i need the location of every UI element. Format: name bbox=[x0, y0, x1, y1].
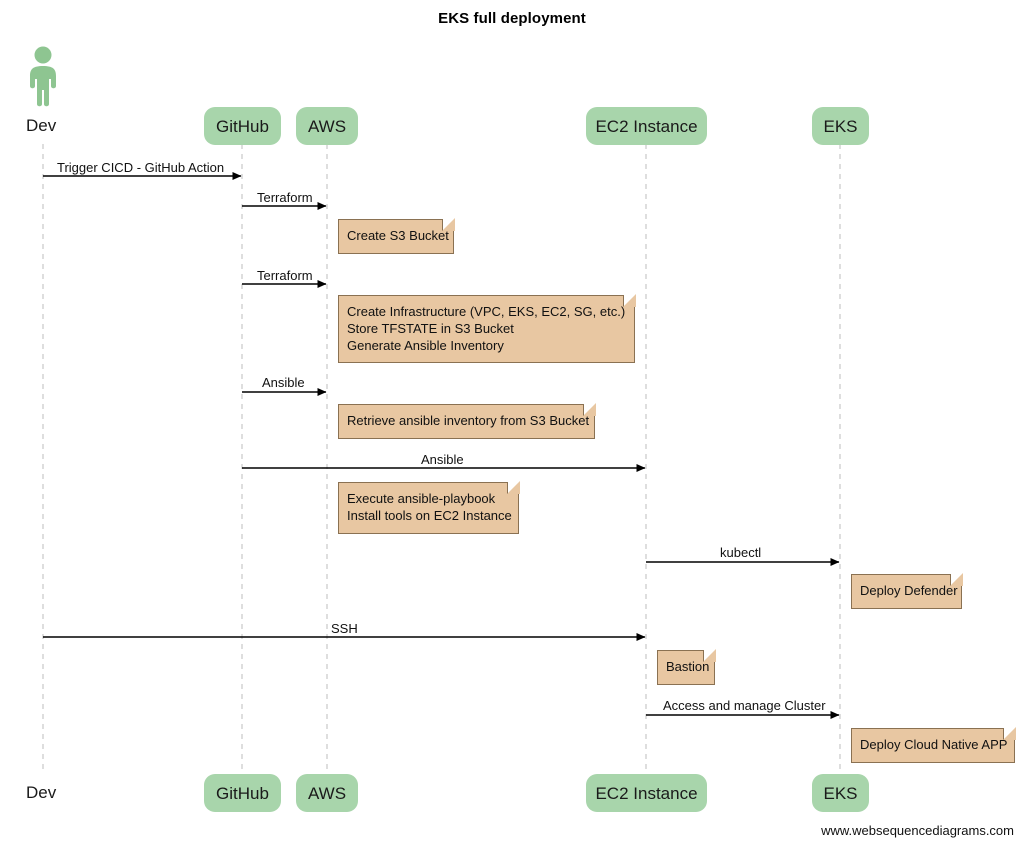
message-label-m6: kubectl bbox=[720, 545, 762, 560]
actor-dev-icon bbox=[24, 46, 62, 108]
participant-label: EKS bbox=[823, 783, 858, 803]
participant-label: EC2 Instance bbox=[595, 783, 698, 803]
note-text: Create S3 Bucket bbox=[347, 228, 449, 243]
note-text: Deploy Cloud Native APP bbox=[860, 737, 1008, 752]
note-n2: Create Infrastructure (VPC, EKS, EC2, SG… bbox=[338, 294, 636, 363]
participant-label: GitHub bbox=[216, 783, 269, 803]
note-text: Bastion bbox=[666, 659, 710, 674]
participant-aws-bottom[interactable]: AWS bbox=[296, 774, 358, 812]
participant-label: EC2 Instance bbox=[595, 116, 698, 136]
note-n5: Deploy Defender bbox=[851, 573, 963, 609]
note-n1: Create S3 Bucket bbox=[338, 218, 455, 254]
watermark: www.websequencediagrams.com bbox=[821, 823, 1014, 838]
note-dogear-icon bbox=[623, 294, 636, 307]
note-dogear-icon bbox=[950, 573, 963, 586]
message-arrows-group bbox=[43, 172, 840, 719]
note-dogear-icon bbox=[507, 481, 520, 494]
participant-github-bottom[interactable]: GitHub bbox=[204, 774, 281, 812]
participant-github-top[interactable]: GitHub bbox=[204, 107, 281, 145]
participant-label: GitHub bbox=[216, 116, 269, 136]
message-label-m2: Terraform bbox=[257, 190, 313, 205]
participant-label: AWS bbox=[307, 116, 347, 136]
note-text: Execute ansible-playbook Install tools o… bbox=[347, 491, 512, 523]
message-label-m7: SSH bbox=[331, 621, 358, 636]
participant-label: EKS bbox=[823, 116, 858, 136]
participant-ec2-bottom[interactable]: EC2 Instance bbox=[586, 774, 707, 812]
message-label-m4: Ansible bbox=[262, 375, 305, 390]
note-dogear-icon bbox=[1003, 727, 1016, 740]
note-text: Deploy Defender bbox=[860, 583, 958, 598]
note-text: Retrieve ansible inventory from S3 Bucke… bbox=[347, 413, 590, 428]
note-dogear-icon bbox=[442, 218, 455, 231]
participant-label-dev-top: Dev bbox=[26, 116, 57, 135]
participant-aws-top[interactable]: AWS bbox=[296, 107, 358, 145]
message-label-m8: Access and manage Cluster bbox=[663, 698, 826, 713]
note-n7: Deploy Cloud Native APP bbox=[851, 727, 1016, 763]
participant-eks-bottom[interactable]: EKS bbox=[812, 774, 869, 812]
message-label-m3: Terraform bbox=[257, 268, 313, 283]
note-dogear-icon bbox=[703, 649, 716, 662]
message-label-m1: Trigger CICD - GitHub Action bbox=[57, 160, 225, 175]
participant-label: AWS bbox=[307, 783, 347, 803]
participant-label-dev-bottom: Dev bbox=[26, 783, 57, 802]
page-title: EKS full deployment bbox=[438, 10, 586, 27]
note-n4: Execute ansible-playbook Install tools o… bbox=[338, 481, 520, 534]
note-dogear-icon bbox=[583, 403, 596, 416]
note-text: Create Infrastructure (VPC, EKS, EC2, SG… bbox=[347, 304, 626, 353]
note-n3: Retrieve ansible inventory from S3 Bucke… bbox=[338, 403, 596, 439]
message-label-m5: Ansible bbox=[421, 452, 464, 467]
participant-ec2-top[interactable]: EC2 Instance bbox=[586, 107, 707, 145]
note-n6: Bastion bbox=[657, 649, 716, 685]
participant-eks-top[interactable]: EKS bbox=[812, 107, 869, 145]
